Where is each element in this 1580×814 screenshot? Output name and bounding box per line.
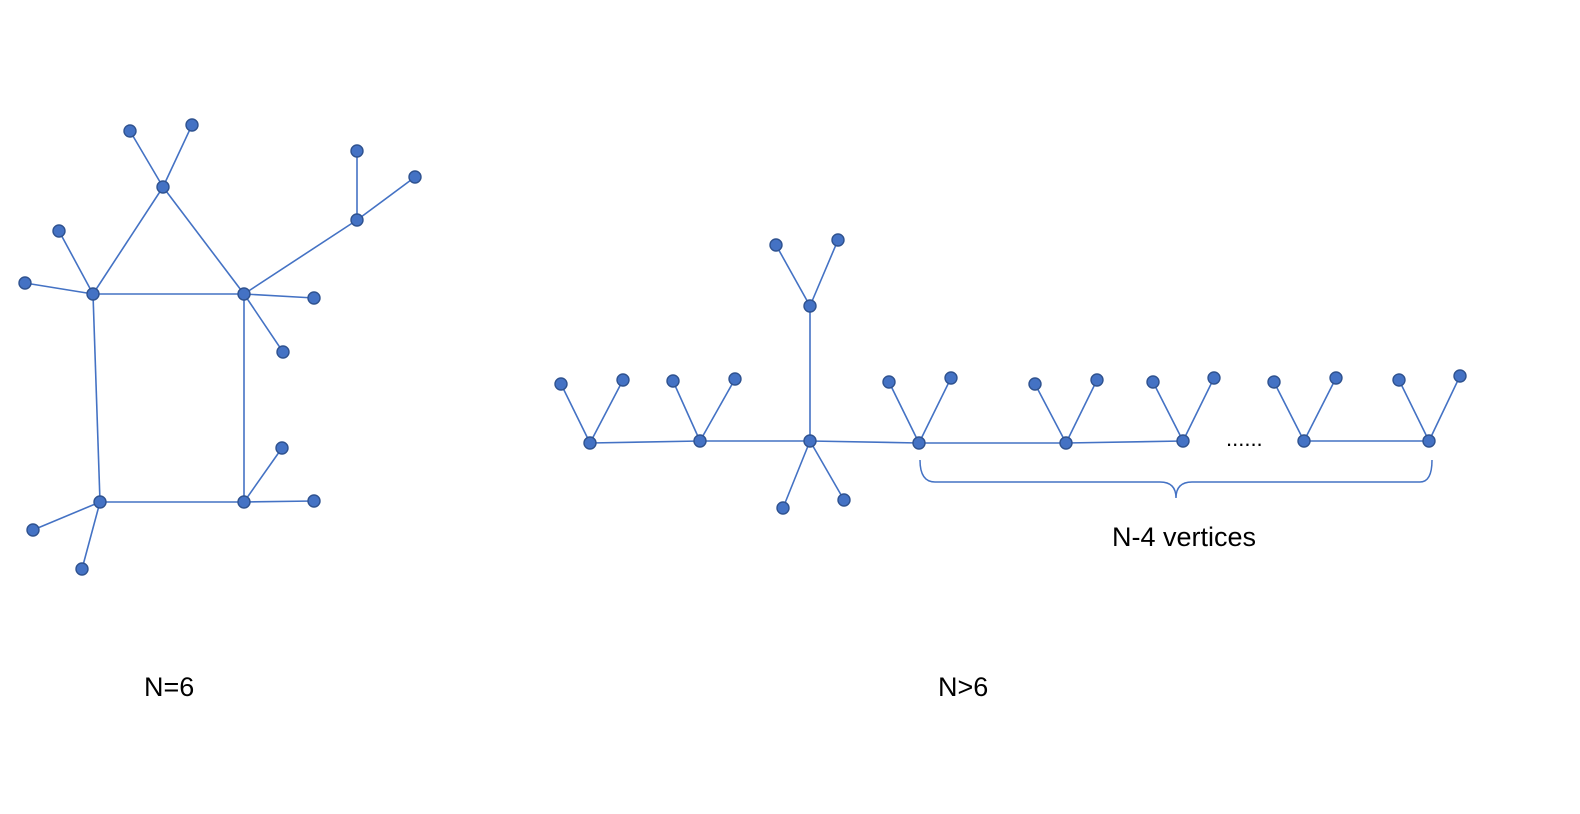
- left-edge-top-t2: [162, 124, 193, 188]
- right-vertex-s1a: [554, 377, 568, 391]
- left-vertex-b2: [350, 144, 364, 158]
- right-edge-m-ma: [775, 244, 811, 307]
- left-edge-top-tl: [92, 186, 164, 295]
- right-vertex-p5b: [1453, 369, 1467, 383]
- left-edge-tr-b5: [243, 293, 284, 353]
- right-edge-p2-p2b: [1065, 379, 1098, 444]
- left-vertex-a2: [18, 276, 32, 290]
- right-vertex-c: [803, 434, 817, 448]
- left-vertex-b5: [276, 345, 290, 359]
- right-vertex-p3b: [1207, 371, 1221, 385]
- right-edge-s2-s2b: [699, 378, 736, 442]
- right-edge-p1-p1b: [918, 377, 952, 444]
- left-vertex-c2: [75, 562, 89, 576]
- right-edge-m-mb: [809, 239, 839, 307]
- left-vertex-br: [237, 495, 251, 509]
- left-vertex-tl: [86, 287, 100, 301]
- left-edge-top-t1: [129, 130, 164, 188]
- left-vertex-b3: [408, 170, 422, 184]
- right-edge-s1-s1a: [560, 383, 591, 444]
- left-vertex-b1: [350, 213, 364, 227]
- right-vertex-p2b: [1090, 373, 1104, 387]
- right-caption: N>6: [938, 672, 988, 702]
- right-vertex-p4b: [1329, 371, 1343, 385]
- left-vertex-b4: [307, 291, 321, 305]
- right-vertex-s2a: [666, 374, 680, 388]
- brace-label: N-4 vertices: [1112, 522, 1256, 552]
- right-vertex-p2: [1059, 436, 1073, 450]
- right-edge-p5-p5a: [1398, 379, 1430, 442]
- right-vertex-ma: [769, 238, 783, 252]
- right-edge-p3-p3a: [1152, 381, 1184, 442]
- left-edge-tl-a1: [58, 230, 94, 295]
- right-edge-p2-p3: [1065, 440, 1184, 444]
- right-vertex-mb: [831, 233, 845, 247]
- right-edge-s1-s2: [589, 440, 701, 444]
- right-vertex-s1b: [616, 373, 630, 387]
- left-edge-br-d1: [243, 447, 283, 503]
- left-vertex-c1: [26, 523, 40, 537]
- right-vertex-p2a: [1028, 377, 1042, 391]
- right-edge-p4-p4a: [1273, 381, 1305, 442]
- left-vertex-tr: [237, 287, 251, 301]
- right-graph-n-gt-6: [554, 233, 1467, 515]
- right-vertex-p4a: [1267, 375, 1281, 389]
- right-edge-p3-p3b: [1182, 377, 1215, 442]
- right-vertex-s2: [693, 434, 707, 448]
- right-edge-p5-p5b: [1428, 375, 1461, 442]
- right-edge-p4-p4b: [1303, 377, 1337, 442]
- right-vertex-p5: [1422, 434, 1436, 448]
- right-edge-c-cb: [809, 440, 845, 501]
- left-vertex-t1: [123, 124, 137, 138]
- left-vertex-a1: [52, 224, 66, 238]
- right-vertex-p3a: [1146, 375, 1160, 389]
- right-edge-s2-s2a: [672, 380, 701, 442]
- left-vertex-bl: [93, 495, 107, 509]
- left-edge-b1-b3: [356, 176, 416, 221]
- ellipsis-label: ......: [1226, 426, 1263, 451]
- right-vertex-p1a: [882, 375, 896, 389]
- right-edge-c-ca: [782, 440, 811, 509]
- left-edge-bl-c2: [81, 501, 101, 570]
- left-edge-top-tr: [162, 186, 245, 295]
- right-vertex-p5a: [1392, 373, 1406, 387]
- brace: [919, 459, 1433, 499]
- right-vertex-p1b: [944, 371, 958, 385]
- left-edge-tr-b4: [243, 293, 315, 299]
- left-vertex-d2: [307, 494, 321, 508]
- right-edge-p1-p1a: [888, 381, 920, 444]
- right-vertex-s1: [583, 436, 597, 450]
- right-vertex-m: [803, 299, 817, 313]
- right-vertex-cb: [837, 493, 851, 507]
- right-edge-p2-p2a: [1034, 383, 1067, 444]
- left-edge-br-d2: [243, 500, 315, 503]
- left-edge-tl-a2: [24, 282, 94, 295]
- right-edge-s1-s1b: [589, 379, 624, 444]
- left-graph-n6: [18, 118, 422, 576]
- left-caption: N=6: [144, 672, 194, 702]
- left-vertex-t2: [185, 118, 199, 132]
- left-edge-tr-b1: [243, 219, 358, 295]
- left-vertex-top: [156, 180, 170, 194]
- right-vertex-p4: [1297, 434, 1311, 448]
- left-edge-bl-c1: [32, 501, 101, 531]
- right-edge-c-p1: [809, 440, 920, 444]
- right-vertex-p1: [912, 436, 926, 450]
- right-vertex-s2b: [728, 372, 742, 386]
- left-edge-tl-bl: [92, 293, 101, 503]
- right-vertex-ca: [776, 501, 790, 515]
- left-vertex-d1: [275, 441, 289, 455]
- right-vertex-p3: [1176, 434, 1190, 448]
